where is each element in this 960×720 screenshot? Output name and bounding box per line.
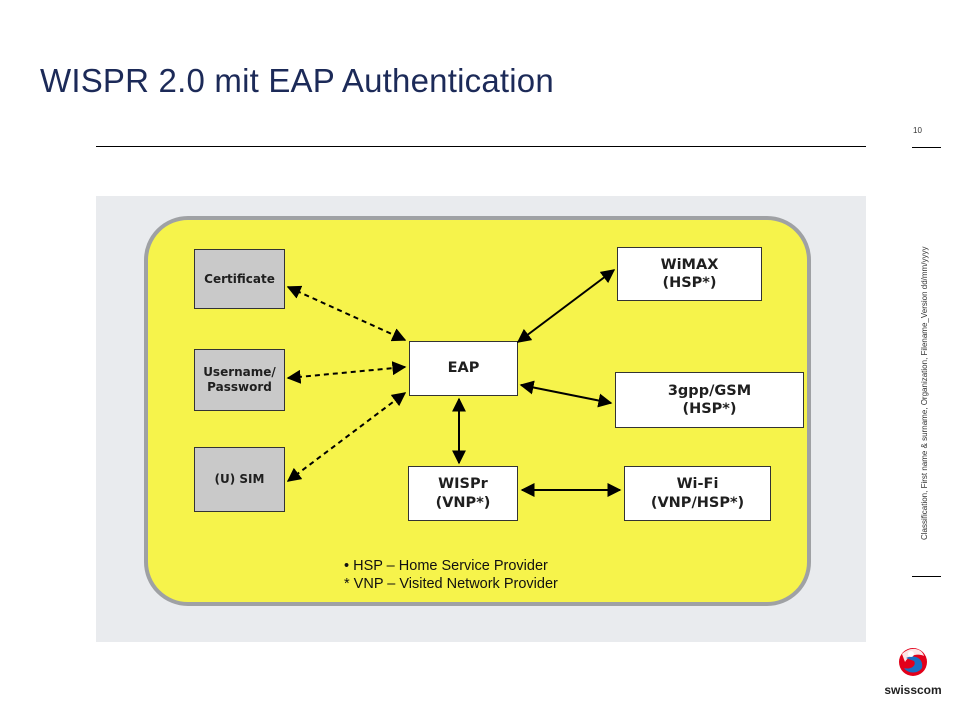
node-eap: EAP <box>409 341 518 396</box>
node-wispr: WISPr (VNP*) <box>408 466 518 521</box>
node-3gpp-gsm: 3gpp/GSM (HSP*) <box>615 372 804 428</box>
legend-hsp: • HSP – Home Service Provider <box>344 558 548 574</box>
node-wifi: Wi-Fi (VNP/HSP*) <box>624 466 771 521</box>
side-caption: Classification, First name & surname, Or… <box>920 246 929 540</box>
side-divider-bottom <box>912 576 941 577</box>
swisscom-logo-icon <box>899 648 927 676</box>
side-divider-top <box>912 147 941 148</box>
legend-vnp: * VNP – Visited Network Provider <box>344 576 558 592</box>
title-divider <box>96 146 866 147</box>
node-usim: (U) SIM <box>194 447 285 512</box>
slide-title: WISPR 2.0 mit EAP Authentication <box>40 62 554 99</box>
node-wimax: WiMAX (HSP*) <box>617 247 762 301</box>
page-number: 10 <box>913 126 922 135</box>
diagram-legend: • HSP – Home Service Provider * VNP – Vi… <box>344 557 558 593</box>
node-username-password: Username/ Password <box>194 349 285 411</box>
brand-name: swisscom <box>884 683 942 697</box>
node-certificate: Certificate <box>194 249 285 309</box>
